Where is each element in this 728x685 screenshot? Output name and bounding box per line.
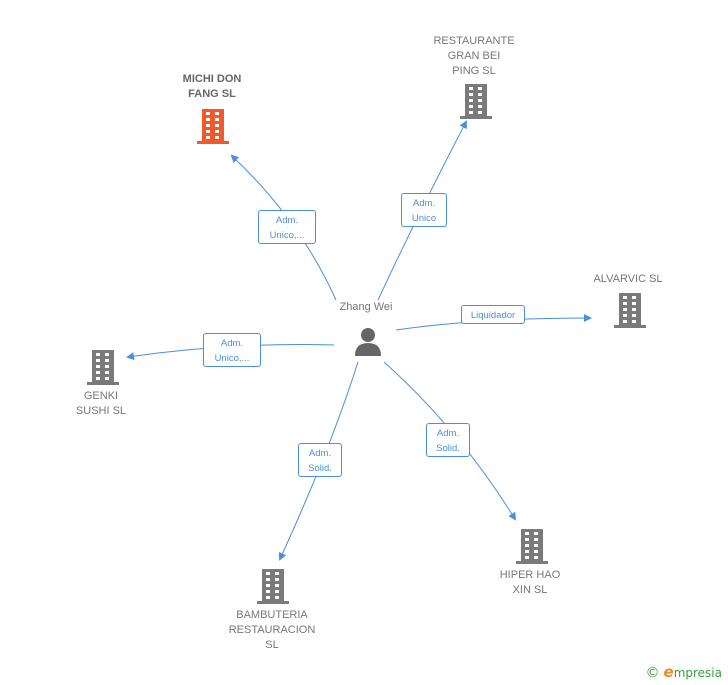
building-window (266, 590, 270, 593)
building-window (478, 111, 482, 114)
building-window (105, 365, 109, 368)
building-window (275, 578, 279, 581)
building-window (206, 130, 210, 133)
building-window (478, 105, 482, 108)
building-window (266, 596, 270, 599)
building-window (206, 136, 210, 139)
building-window (275, 572, 279, 575)
building-window (534, 556, 538, 559)
building-window (96, 359, 100, 362)
building-window (105, 353, 109, 356)
building-window (632, 314, 636, 317)
building-window (632, 308, 636, 311)
building-icon-restaurante[interactable] (460, 84, 492, 119)
building-window (525, 532, 529, 535)
copyright-icon: © (645, 665, 660, 681)
building-window (206, 112, 210, 115)
building-window (632, 296, 636, 299)
relation-label-genki[interactable]: Adm. Unico,... (203, 333, 261, 367)
building-window (96, 365, 100, 368)
building-window (525, 556, 529, 559)
building-icon-michi[interactable] (197, 109, 229, 144)
company-name-bambuteria[interactable]: BAMBUTERIA RESTAURACION SL (228, 609, 316, 651)
building-window (478, 93, 482, 96)
person-name[interactable]: Zhang Wei (339, 301, 393, 313)
building-window (534, 550, 538, 553)
building-window (96, 353, 100, 356)
building-window (105, 377, 109, 380)
building-window (534, 538, 538, 541)
building-window (623, 302, 627, 305)
building-window (105, 371, 109, 374)
building-window (266, 584, 270, 587)
building-window (632, 302, 636, 305)
empresia-logo: ©empresia (645, 663, 723, 681)
building-window (275, 590, 279, 593)
building-window (206, 118, 210, 121)
building-window (215, 136, 219, 139)
building-window (215, 124, 219, 127)
building-window (469, 93, 473, 96)
building-window (632, 320, 636, 323)
building-window (525, 538, 529, 541)
building-window (275, 596, 279, 599)
building-window (96, 377, 100, 380)
building-window (623, 320, 627, 323)
relation-label-michi[interactable]: Adm. Unico,... (258, 210, 316, 244)
person-icon (355, 328, 381, 356)
relation-label-restaurante[interactable]: Adm. Unico (401, 193, 447, 227)
building-icon-genki[interactable] (87, 350, 119, 385)
building-window (469, 111, 473, 114)
building-window (623, 314, 627, 317)
building-window (105, 359, 109, 362)
building-icon-bambuteria[interactable] (257, 569, 289, 604)
building-window (215, 118, 219, 121)
building-window (96, 371, 100, 374)
building-window (469, 99, 473, 102)
building-window (478, 87, 482, 90)
building-window (534, 532, 538, 535)
company-name-genki[interactable]: GENKI SUSHI SL (75, 390, 127, 417)
building-window (534, 544, 538, 547)
building-window (525, 544, 529, 547)
building-icon-hiper[interactable] (516, 529, 548, 564)
relation-label-hiper[interactable]: Adm. Solid. (426, 423, 470, 457)
relation-label-bambuteria[interactable]: Adm. Solid. (298, 443, 342, 477)
building-window (478, 99, 482, 102)
company-name-hiper[interactable]: HIPER HAO XIN SL (499, 569, 561, 596)
building-window (469, 87, 473, 90)
building-window (266, 578, 270, 581)
building-window (215, 130, 219, 133)
relation-label-alvarvic[interactable]: Liquidador (461, 305, 525, 324)
building-window (469, 105, 473, 108)
building-window (623, 308, 627, 311)
building-window (525, 550, 529, 553)
building-window (206, 124, 210, 127)
building-window (266, 572, 270, 575)
building-window (623, 296, 627, 299)
building-icon-alvarvic[interactable] (614, 293, 646, 328)
company-name-alvarvic[interactable]: ALVARVIC SL (593, 273, 663, 285)
company-name-michi[interactable]: MICHI DON FANG SL (182, 73, 242, 100)
building-window (275, 584, 279, 587)
company-name-restaurante[interactable]: RESTAURANTE GRAN BEI PING SL (433, 35, 515, 77)
building-window (215, 112, 219, 115)
